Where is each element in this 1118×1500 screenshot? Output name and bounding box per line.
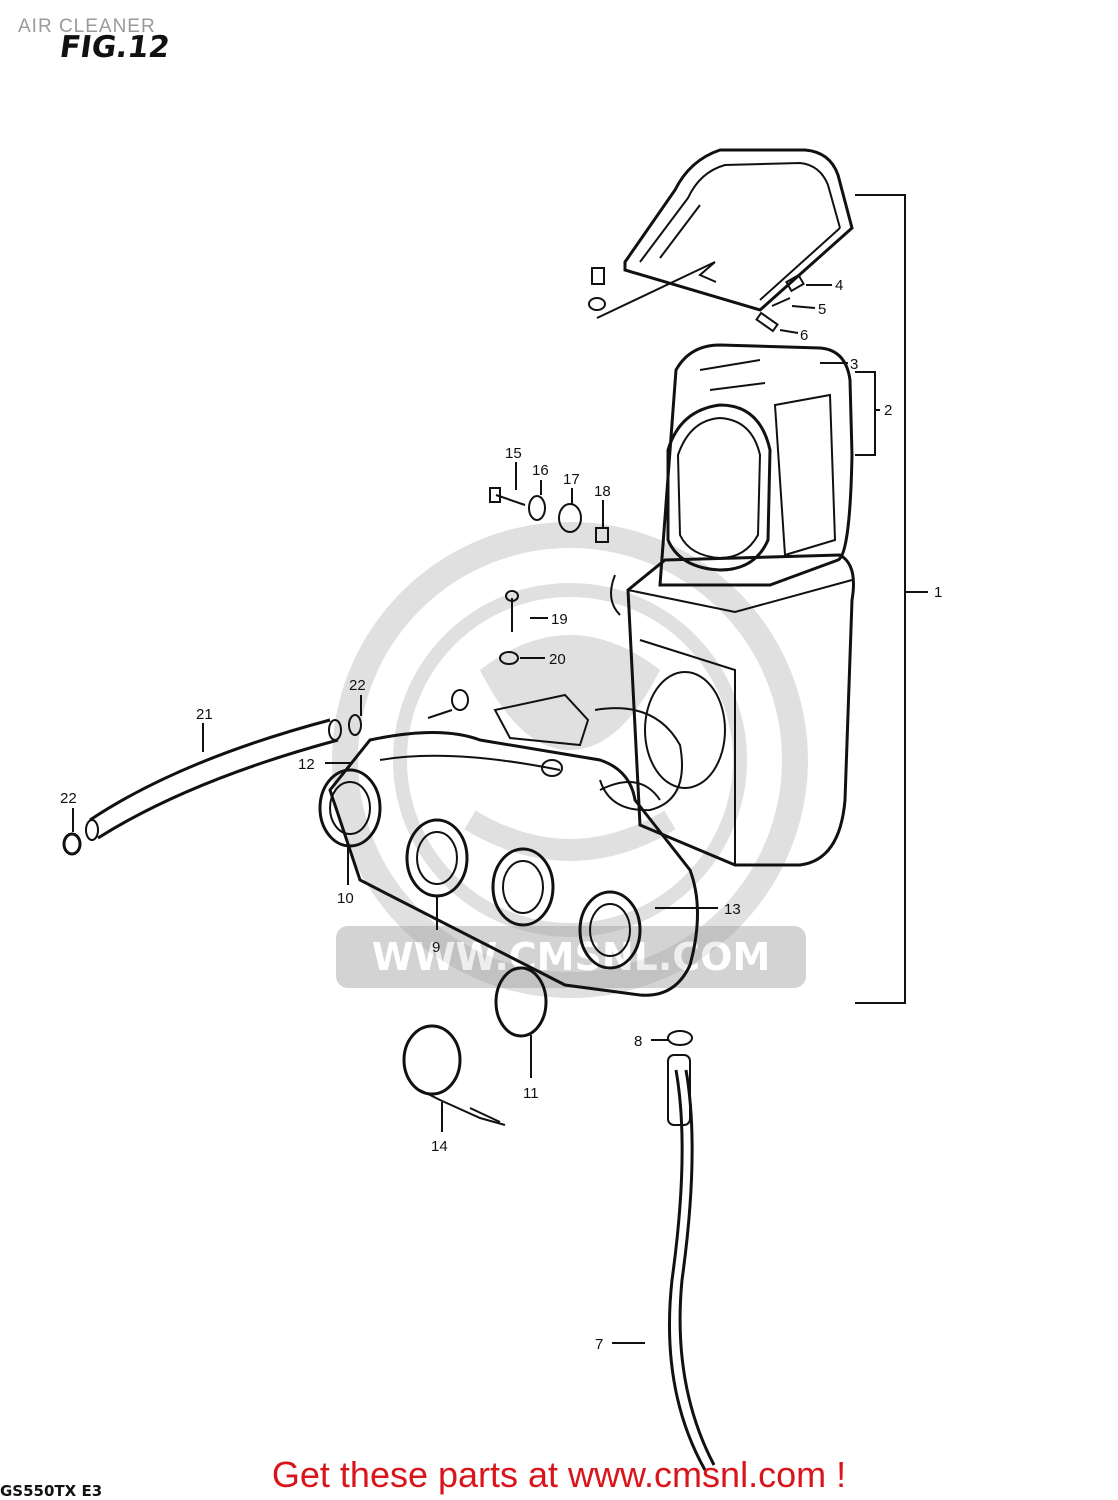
drain-hose [667,1054,716,1471]
callout-12: 12 [298,756,315,773]
callout-3: 3 [850,356,858,373]
breather-hose [85,718,342,841]
callout-9: 9 [432,939,440,956]
air-filter-element [658,343,854,587]
callout-19: 19 [551,611,568,628]
buy-parts-link[interactable]: Get these parts at www.cmsnl.com ! [271,1454,847,1495]
callout-1: 1 [934,584,942,601]
callout-8: 8 [634,1033,642,1050]
model-code: GS550TX E3 [0,1482,103,1500]
callout-15: 15 [505,445,522,462]
callout-18: 18 [594,483,611,500]
air-cleaner-housing [610,553,855,867]
callout-16: 16 [532,462,549,479]
callout-6: 6 [800,327,808,344]
hose-clamps [62,714,693,1126]
section-title: AIR CLEANER [18,16,156,37]
callout-22-top: 22 [349,677,366,694]
callout-14: 14 [431,1138,448,1155]
intake-manifold [318,693,699,997]
small-hardware [427,261,805,1123]
callout-2: 2 [884,402,892,419]
callout-21: 21 [196,706,213,723]
air-cleaner-cover [623,148,854,312]
callout-4: 4 [835,277,843,294]
callout-leaders [72,194,928,1344]
callout-17: 17 [563,471,580,488]
watermark-logo [332,522,808,998]
callout-7: 7 [595,1336,603,1353]
callout-20: 20 [549,651,566,668]
callout-22-left: 22 [60,790,77,807]
callout-13: 13 [724,901,741,918]
callout-10: 10 [337,890,354,907]
callout-5: 5 [818,301,826,318]
callout-11: 11 [523,1085,539,1102]
callout-numbers: 1 2 3 4 5 6 7 8 9 10 11 12 13 14 15 16 1… [60,277,942,1353]
watermark-text: WWW.CMSNL.COM [336,926,806,988]
